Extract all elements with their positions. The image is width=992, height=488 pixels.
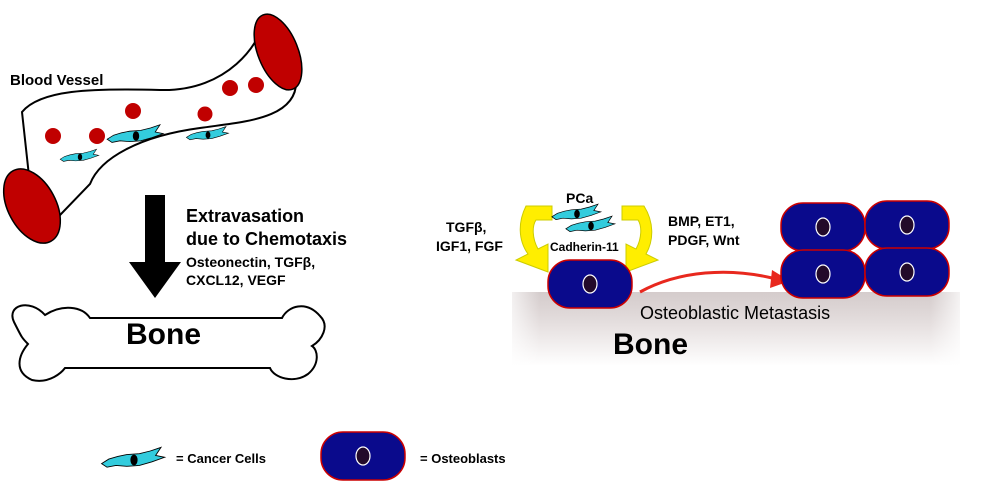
osteoblast — [780, 202, 866, 252]
left-bone-label: Bone — [126, 318, 201, 351]
right-bone-label: Bone — [613, 328, 688, 361]
left-growth-factors-line2: IGF1, FGF — [436, 238, 503, 254]
osteoblast — [780, 249, 866, 299]
cadherin-label: Cadherin-11 — [550, 240, 619, 254]
red-blood-cell — [89, 128, 105, 144]
extravasation-title-line1: Extravasation — [186, 206, 305, 226]
legend-osteoblast-icon — [320, 431, 406, 481]
red-blood-cell — [248, 77, 264, 93]
metastasis-arrow — [639, 270, 773, 294]
vessel-end-top — [253, 13, 303, 91]
bone-shape — [11, 304, 326, 382]
extravasation-title-line2: due to Chemotaxis — [186, 229, 348, 249]
metastasis-label: Osteoblastic Metastasis — [640, 303, 831, 323]
extravasation-arrow — [129, 195, 181, 298]
red-blood-cell — [125, 103, 141, 119]
right-growth-factors-line1: BMP, ET1, — [668, 213, 735, 229]
chemotaxis-factors-line1: Osteonectin, TGFβ, — [186, 254, 316, 270]
red-blood-cell — [222, 80, 238, 96]
pca-label: PCa — [566, 190, 594, 206]
vessel-end-bottom — [2, 168, 62, 244]
osteoblast — [864, 247, 950, 297]
osteoblast — [864, 200, 950, 250]
legend-cancer-cells-label: = Cancer Cells — [176, 451, 266, 466]
legend-cancer-cell-icon — [101, 446, 166, 468]
metastasis-arrowhead — [770, 270, 790, 288]
red-blood-cell — [45, 128, 61, 144]
osteoblast — [547, 259, 633, 309]
blood-vessel-label: Blood Vessel — [10, 72, 104, 89]
red-blood-cells — [45, 77, 264, 144]
chemotaxis-factors-line2: CXCL12, VEGF — [186, 272, 286, 288]
recycle-arrow-right — [621, 205, 660, 273]
right-growth-factors-line2: PDGF, Wnt — [668, 232, 740, 248]
legend-osteoblasts-label: = Osteoblasts — [420, 451, 506, 466]
left-growth-factors-line1: TGFβ, — [446, 219, 487, 235]
recycle-arrow-left — [514, 205, 553, 273]
red-blood-cell — [197, 106, 213, 122]
